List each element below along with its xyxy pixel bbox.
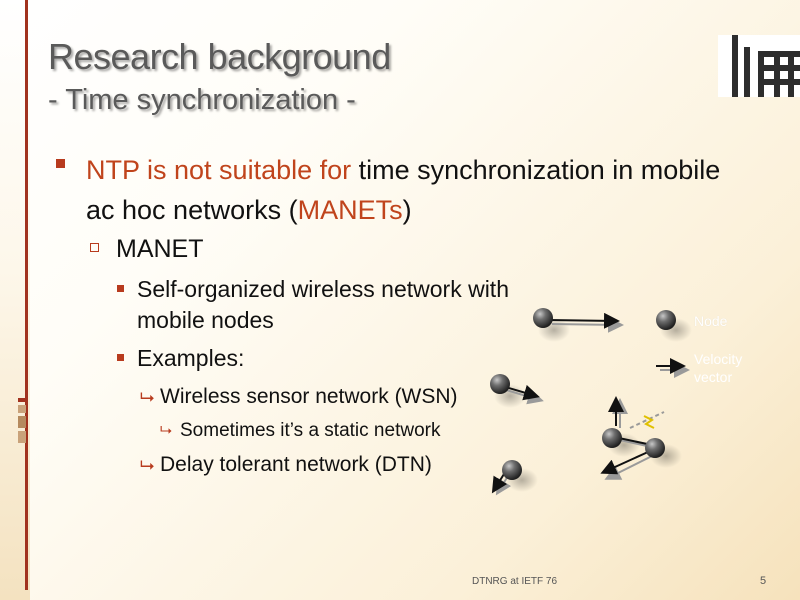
legend-velocity-icon [656,358,690,378]
slide-title: Research background [48,36,391,77]
footer-text: DTNRG at IETF 76 [472,576,558,587]
example-wsn-sub: ⮡ Sometimes it’s a static network [160,418,440,444]
decor-squares [18,398,28,446]
manet-diagram [490,308,692,496]
main-bullet-text: NTP is not suitable for time synchroniza… [86,150,752,230]
bullet-red-text: NTP is not suitable for [86,155,352,185]
sub-bullet-1: Self-organized wireless network with mob… [117,274,557,336]
example-wsn: ⮡ Wireless sensor network (WSN) [140,383,458,411]
bullet-end-text: ) [402,195,412,225]
bullet-arrow-icon: ⮡ [140,455,155,475]
example-wsn-sub-text: Sometimes it’s a static network [180,420,441,441]
title-block: Research background - Time synchronizati… [48,36,391,117]
example-wsn-text: Wireless sensor network (WSN) [160,385,458,408]
bullet-arrow-icon: ⮡ [140,387,155,407]
sub-bullet-2-text: Examples: [137,345,245,371]
sub-bullet-2: Examples: [117,343,557,374]
node-2 [490,374,544,408]
topright-decor [718,35,800,97]
example-dtn: ⮡ Delay tolerant network (DTN) [140,451,432,479]
example-dtn-text: Delay tolerant network (DTN) [160,453,432,476]
legend-velocity-line2: vector [694,369,733,385]
main-bullet: NTP is not suitable for time synchroniza… [56,150,752,230]
legend-node-icon [656,310,692,342]
bullet-square-icon [117,285,124,292]
legend-velocity-line1: Velocity [694,351,743,367]
node-3 [491,460,538,496]
legend-node-label: Node [694,313,728,329]
manet-bullet: MANET [90,232,204,266]
page-number: 5 [760,575,767,587]
bullet-black-text: time synchronization in mobile ac hoc ne… [86,155,721,225]
bullet-manets-text: MANETs [297,195,403,225]
node-1 [533,308,624,342]
bullet-square-icon [56,159,65,168]
node-cluster [600,396,682,480]
bullet-ring-icon [90,243,99,252]
manet-label: MANET [116,235,204,263]
left-accent-line [25,0,28,590]
bullet-square-icon [117,354,124,361]
legend-velocity-label: Velocity vector [694,350,742,386]
bullet-arrow-icon: ⮡ [160,422,173,439]
sub-bullet-1-text: Self-organized wireless network with mob… [137,276,509,333]
slide-subtitle: - Time synchronization - [48,84,356,116]
